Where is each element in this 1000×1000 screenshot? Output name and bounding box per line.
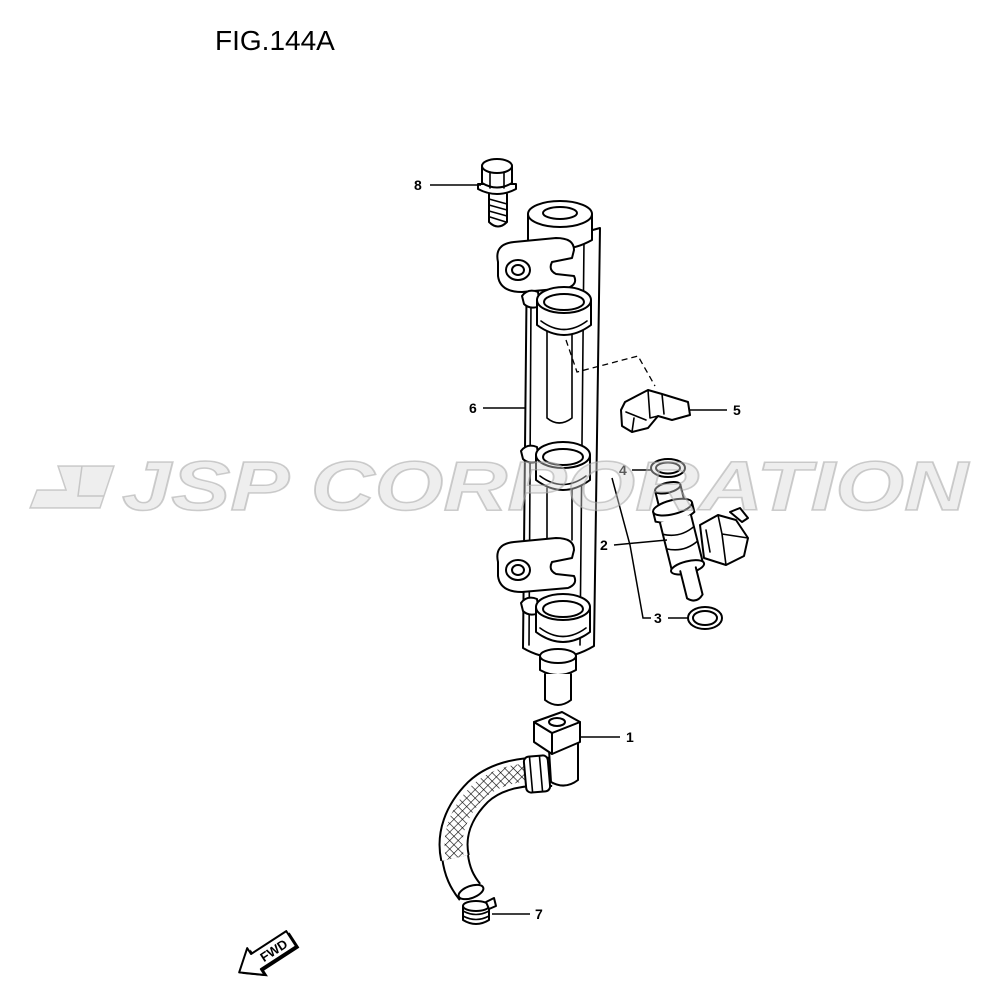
callout-4: 4: [619, 462, 651, 478]
clip-part-5: [620, 389, 691, 433]
watermark-text: JSP CORPORATION: [122, 447, 970, 525]
rail-lower-slot: [546, 487, 573, 541]
injector-nozzle: [679, 566, 704, 602]
fuel-hose: [438, 754, 554, 901]
callout-6: 6: [469, 400, 525, 416]
callout-7: 7: [492, 906, 543, 922]
hose-end-opening: [457, 883, 485, 901]
injector-connector: [699, 507, 749, 566]
injector-set-bracket-line: [611, 477, 651, 619]
connector-latch: [729, 507, 749, 523]
watermark-logo: [28, 465, 116, 509]
hose-clamp-part-7: [462, 897, 497, 925]
rail-mount-bracket-lower: [496, 537, 577, 593]
callout-3-number: 3: [654, 610, 662, 626]
hose-sleeve: [522, 754, 552, 794]
watermark: JSP CORPORATION: [28, 446, 971, 526]
callout-1: 1: [580, 729, 634, 745]
callout-1-number: 1: [626, 729, 634, 745]
callout-5-number: 5: [733, 402, 741, 418]
o-ring-part-3: [687, 606, 723, 630]
bolt-hex-edges: [489, 171, 505, 189]
rail-mount-bracket-upper: [496, 237, 577, 293]
callout-3: 3: [654, 610, 688, 626]
injector-body: [652, 480, 706, 602]
rail-upper-slot: [546, 329, 573, 424]
callout-2-number: 2: [600, 537, 608, 553]
figure-title: FIG.144A: [215, 25, 335, 56]
rail-injector-socket-3: [520, 593, 591, 643]
bolt-part-8: [477, 158, 517, 228]
callout-2: 2: [600, 537, 668, 553]
injector-part-2: [652, 480, 749, 602]
rail-injector-socket-1: [521, 286, 592, 336]
callout-5: 5: [690, 402, 741, 418]
callout-8: 8: [414, 177, 481, 193]
bolt-threads: [488, 198, 508, 223]
callout-2-leader: [613, 539, 668, 546]
assembly-dashed-line: [565, 339, 656, 387]
callout-4-number: 4: [619, 462, 627, 478]
hose-connector-part-1: [533, 711, 581, 787]
callout-7-number: 7: [535, 906, 543, 922]
fuel-rail-part-6: [496, 200, 601, 706]
bolt-head-top: [481, 158, 513, 174]
rail-outlet-stub: [539, 648, 577, 706]
o-ring-part-4: [650, 458, 686, 478]
clamp-tab: [485, 897, 497, 910]
callout-8-number: 8: [414, 177, 422, 193]
fwd-arrow-icon: [238, 930, 298, 976]
rail-injector-socket-2: [520, 441, 591, 491]
callout-6-number: 6: [469, 400, 477, 416]
connector-hole: [548, 717, 566, 727]
forward-direction-arrow: FWD: [238, 930, 300, 977]
